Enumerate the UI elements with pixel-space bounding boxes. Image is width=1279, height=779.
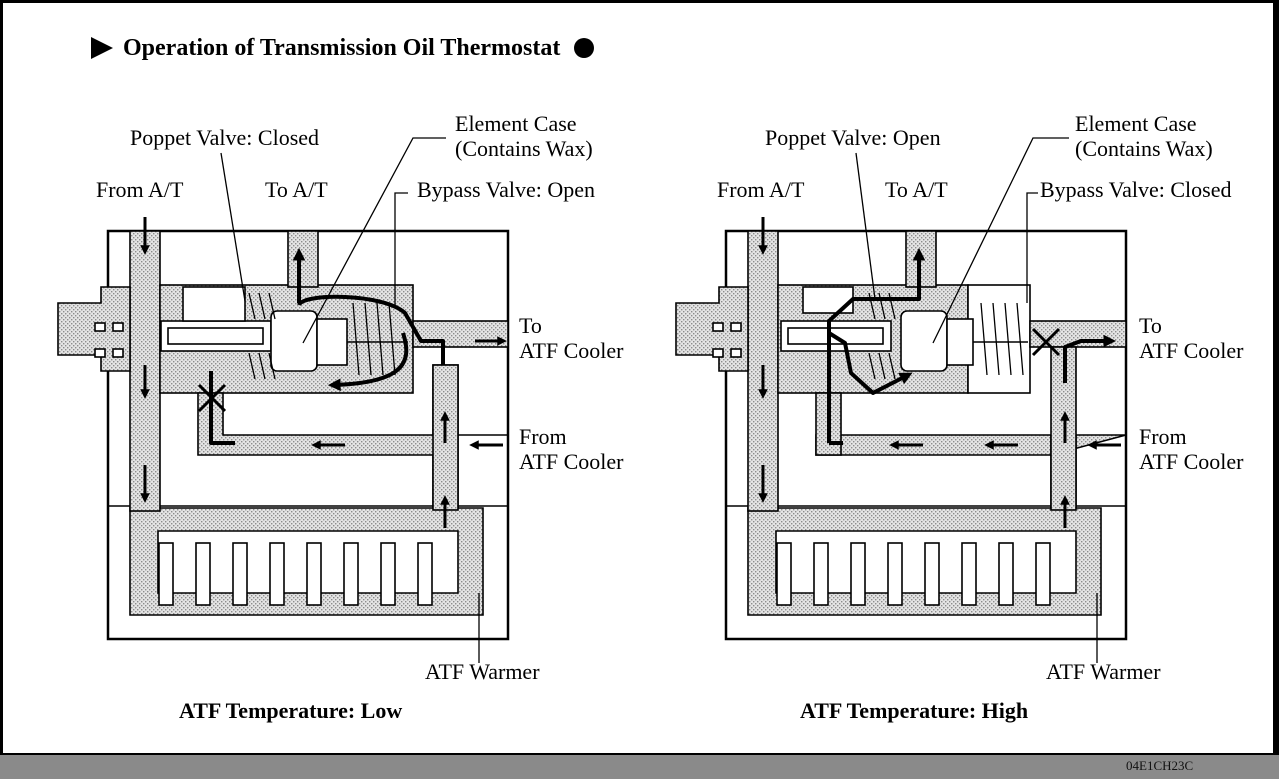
label-to: To	[519, 313, 542, 338]
footer-bar	[0, 755, 1279, 779]
flow-through-poppet	[827, 331, 908, 445]
label-from: From	[1139, 424, 1187, 449]
label-to: To	[1139, 313, 1162, 338]
label-element-case: Element Case	[1075, 111, 1197, 136]
label-contains-wax: (Contains Wax)	[1075, 136, 1213, 161]
leader-element-case	[302, 137, 446, 344]
label-from-atf-cooler: ATF Cooler	[519, 449, 624, 474]
blocked-x-icon	[1031, 327, 1061, 357]
label-to-atf-cooler: ATF Cooler	[1139, 338, 1244, 363]
label-element-case: Element Case	[455, 111, 577, 136]
label-from: From	[519, 424, 567, 449]
label-atf-warmer: ATF Warmer	[425, 659, 540, 684]
flow-to-at	[827, 247, 926, 443]
inlet-bore	[57, 286, 131, 372]
thermostat-diagrams: Poppet Valve: Closed Element Case (Conta…	[57, 111, 1244, 723]
to-cooler-outlet	[412, 320, 509, 348]
panel-low-temperature: Poppet Valve: Closed Element Case (Conta…	[57, 111, 624, 723]
figure-code: 04E1CH23C	[1126, 758, 1194, 773]
label-contains-wax: (Contains Wax)	[455, 136, 593, 161]
triangle-bullet-icon	[91, 37, 113, 59]
poppet-spring	[868, 292, 896, 380]
caption-low: ATF Temperature: Low	[179, 698, 402, 723]
title-row: Operation of Transmission Oil Thermostat	[91, 31, 595, 65]
element-case	[900, 310, 948, 372]
poppet-spring	[248, 292, 276, 380]
poppet-valve	[182, 286, 246, 322]
leader-poppet	[220, 152, 246, 302]
warmer-fins	[776, 542, 1051, 606]
to-at-port	[287, 230, 319, 288]
inlet-bore	[675, 286, 749, 372]
valve-shaft-core	[167, 327, 264, 345]
filled-circle-icon	[574, 38, 595, 58]
label-to-at: To A/T	[265, 177, 328, 202]
thermostat-housing	[57, 137, 510, 663]
blocked-x-icon	[197, 383, 227, 413]
label-poppet-valve: Poppet Valve: Open	[765, 125, 941, 150]
diagram-title: Operation of Transmission Oil Thermostat	[123, 34, 561, 61]
flow-path-bypass	[297, 294, 445, 365]
diagram-page: Operation of Transmission Oil Thermostat	[3, 3, 1273, 753]
bypass-spring	[352, 302, 396, 376]
leader-bypass	[1026, 192, 1038, 303]
bypass-spring	[980, 302, 1024, 376]
label-bypass-valve: Bypass Valve: Open	[417, 177, 595, 202]
label-to-atf-cooler: ATF Cooler	[519, 338, 624, 363]
leader-poppet	[855, 152, 876, 300]
poppet-valve	[802, 286, 854, 314]
label-to-at: To A/T	[885, 177, 948, 202]
flow-to-cooler	[1063, 334, 1117, 383]
leader-element-case	[932, 137, 1069, 344]
label-poppet-valve: Poppet Valve: Closed	[130, 125, 319, 150]
thermostat-housing	[675, 137, 1128, 663]
warmer-fins	[158, 542, 433, 606]
element-case	[270, 310, 318, 372]
bypass-chamber	[967, 284, 1031, 394]
label-bypass-valve: Bypass Valve: Closed	[1040, 177, 1231, 202]
panel-high-temperature: Poppet Valve: Open Element Case (Contain…	[675, 111, 1244, 723]
caption-high: ATF Temperature: High	[800, 698, 1028, 723]
label-from-at: From A/T	[717, 177, 805, 202]
label-from-atf-cooler: ATF Cooler	[1139, 449, 1244, 474]
label-from-at: From A/T	[96, 177, 184, 202]
label-atf-warmer: ATF Warmer	[1046, 659, 1161, 684]
leader-bypass	[394, 192, 408, 308]
